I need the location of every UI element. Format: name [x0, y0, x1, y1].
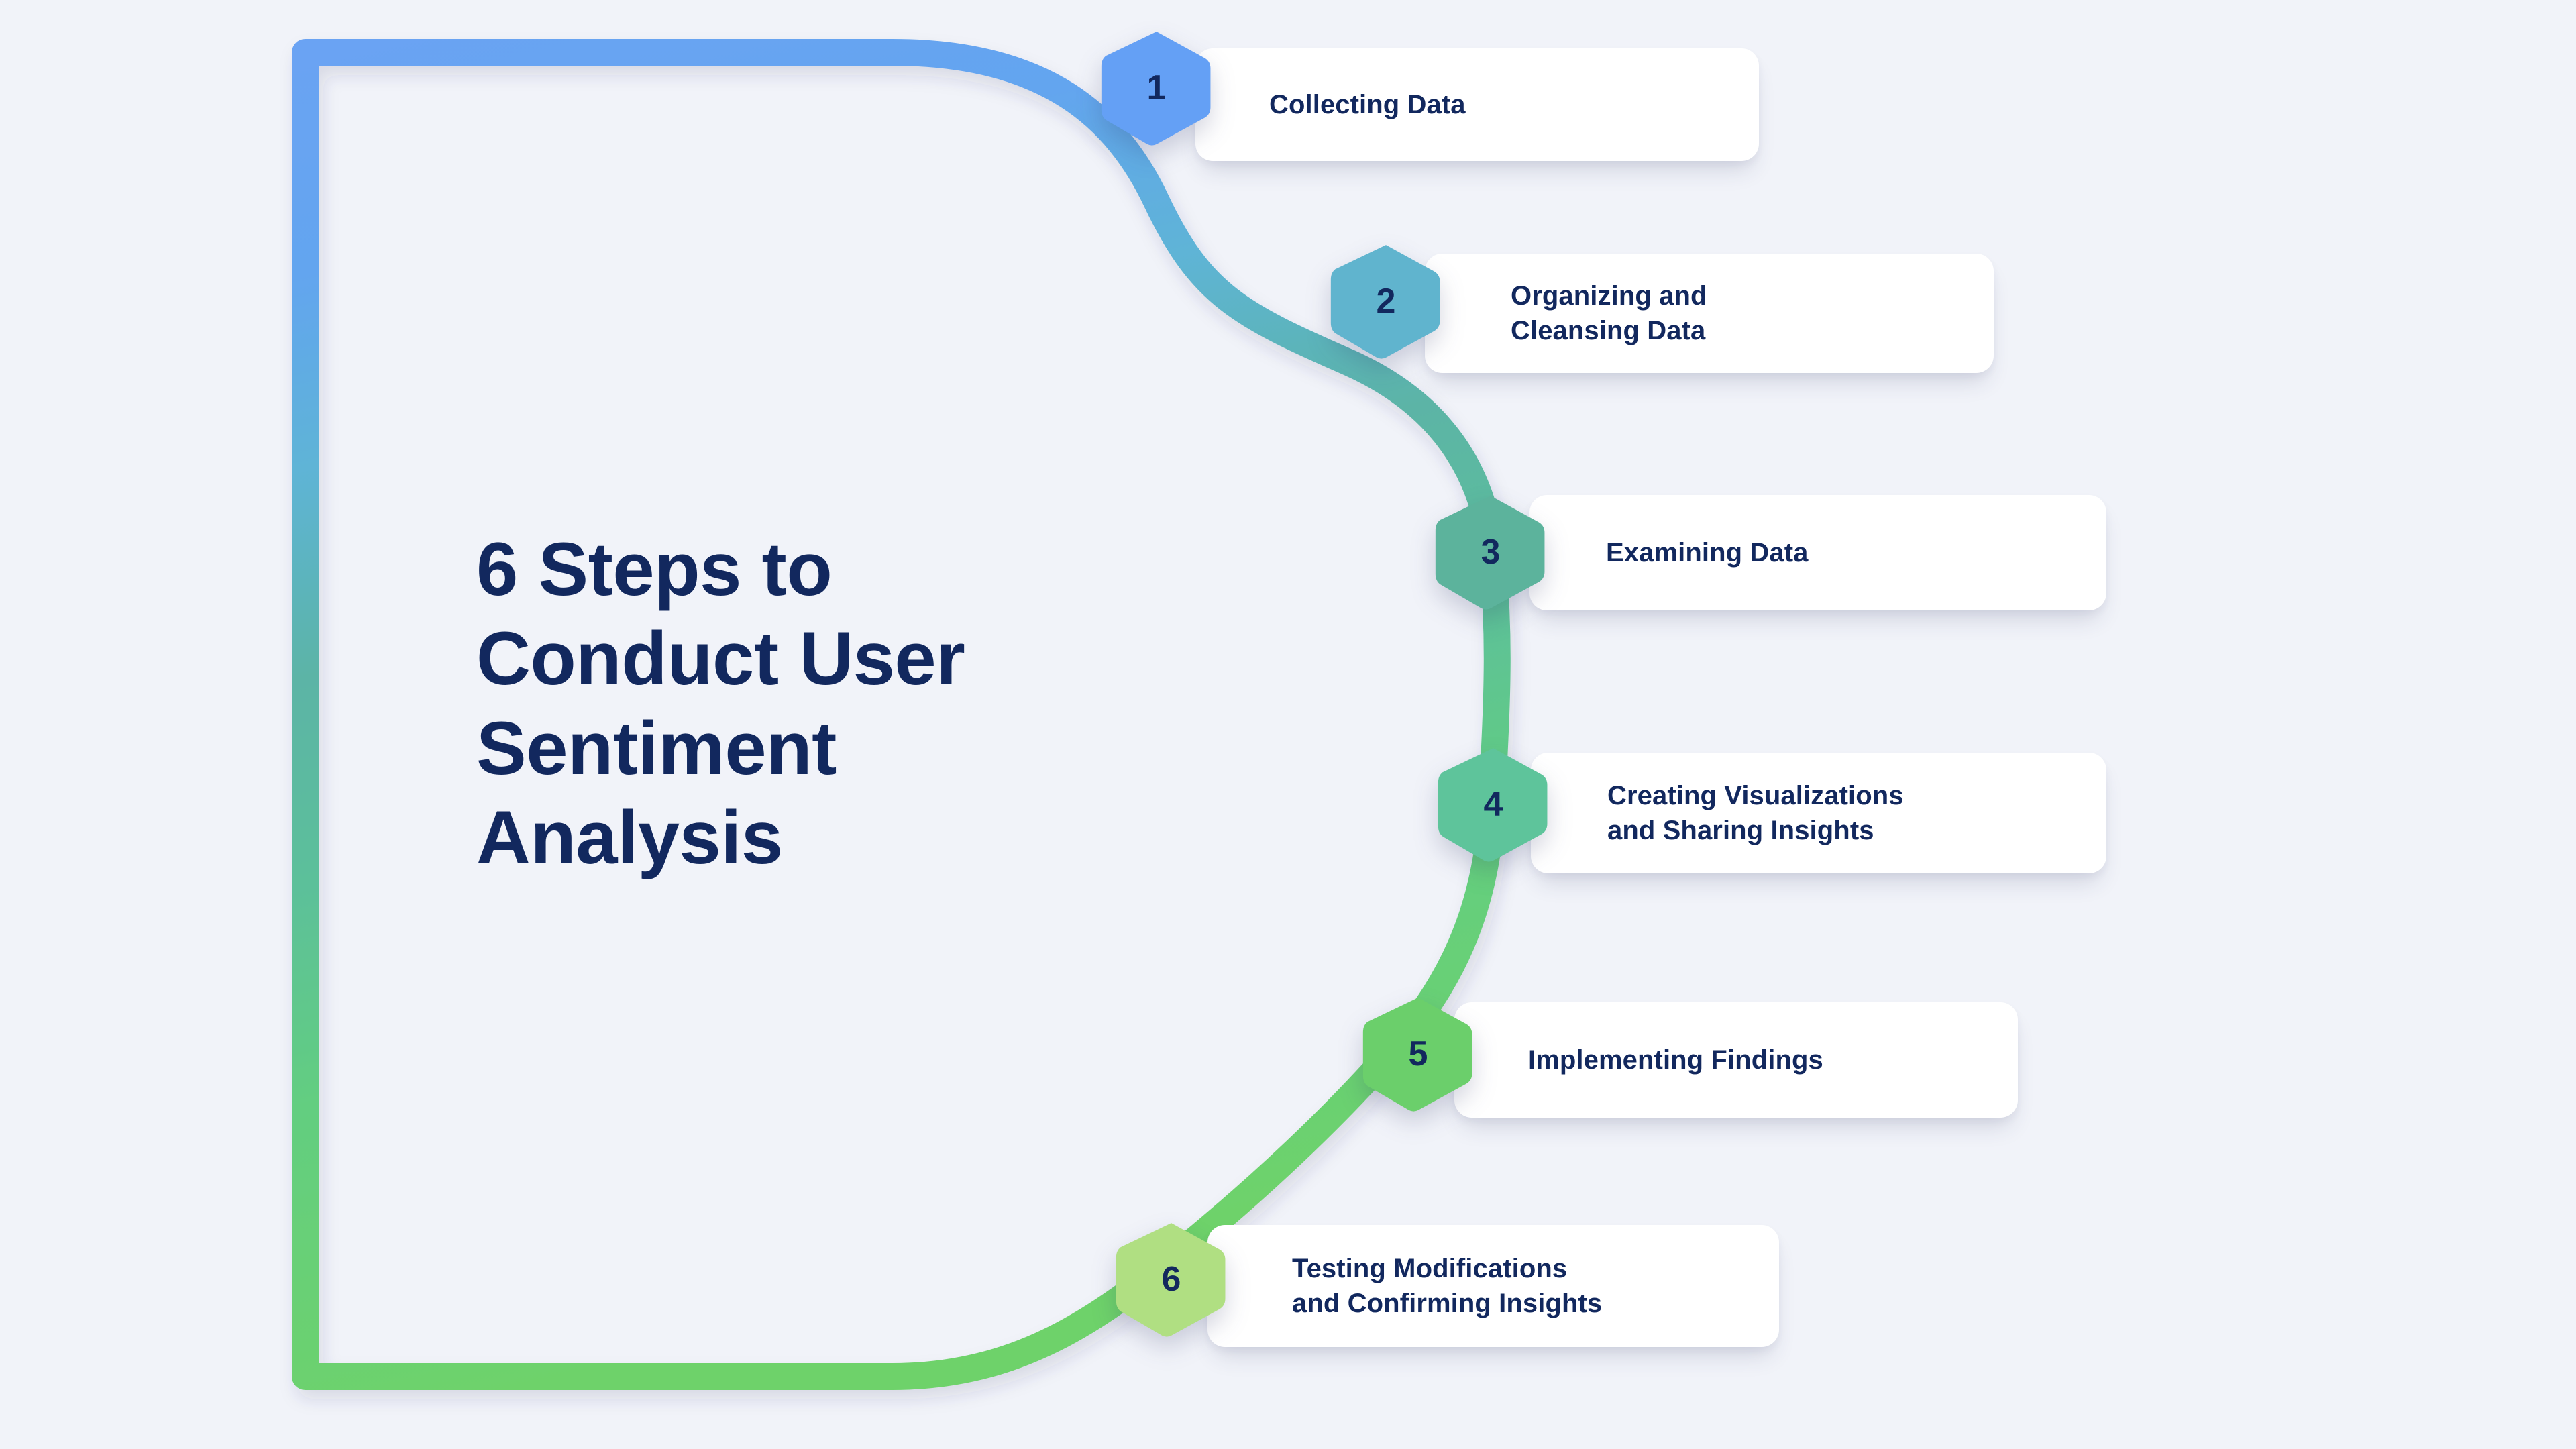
step-hexagon-icon[interactable]: 2 [1328, 241, 1444, 361]
hexagon-shape [1101, 32, 1211, 146]
step-hexagon-icon[interactable]: 4 [1436, 745, 1551, 864]
step-hexagon-icon[interactable]: 3 [1433, 492, 1548, 612]
step-hexagon-icon[interactable]: 1 [1099, 28, 1214, 148]
hexagon-shape [1438, 748, 1548, 862]
step-card[interactable]: Testing Modifications and Confirming Ins… [1208, 1225, 1779, 1347]
step-number: 6 [1161, 1260, 1181, 1299]
step-card[interactable]: Collecting Data [1195, 48, 1759, 161]
hexagon-shape [1330, 245, 1440, 359]
page-title: 6 Steps to Conduct User Sentiment Analys… [476, 527, 965, 879]
step-number: 5 [1408, 1034, 1428, 1073]
hexagon-shape [1435, 496, 1545, 610]
step-number: 4 [1483, 785, 1503, 824]
hexagon-shape [1116, 1223, 1226, 1337]
step-card[interactable]: Creating Visualizations and Sharing Insi… [1531, 753, 2106, 873]
step-number: 3 [1481, 533, 1501, 572]
step-card[interactable]: Organizing and Cleansing Data [1425, 254, 1994, 373]
step-card[interactable]: Implementing Findings [1454, 1002, 2018, 1118]
step-hexagon-icon[interactable]: 6 [1114, 1220, 1229, 1339]
step-number: 2 [1376, 282, 1396, 321]
step-label: Implementing Findings [1528, 1045, 1823, 1075]
step-label: Testing Modifications and Confirming Ins… [1292, 1254, 1603, 1318]
step-number: 1 [1146, 68, 1167, 107]
hexagon-shape [1362, 998, 1472, 1112]
step-label: Creating Visualizations and Sharing Insi… [1607, 781, 1904, 845]
step-label: Collecting Data [1269, 90, 1466, 119]
step-label: Organizing and Cleansing Data [1511, 281, 1707, 345]
step-hexagon-icon[interactable]: 5 [1360, 994, 1476, 1114]
step-label: Examining Data [1606, 538, 1809, 568]
step-card[interactable]: Examining Data [1529, 495, 2106, 610]
